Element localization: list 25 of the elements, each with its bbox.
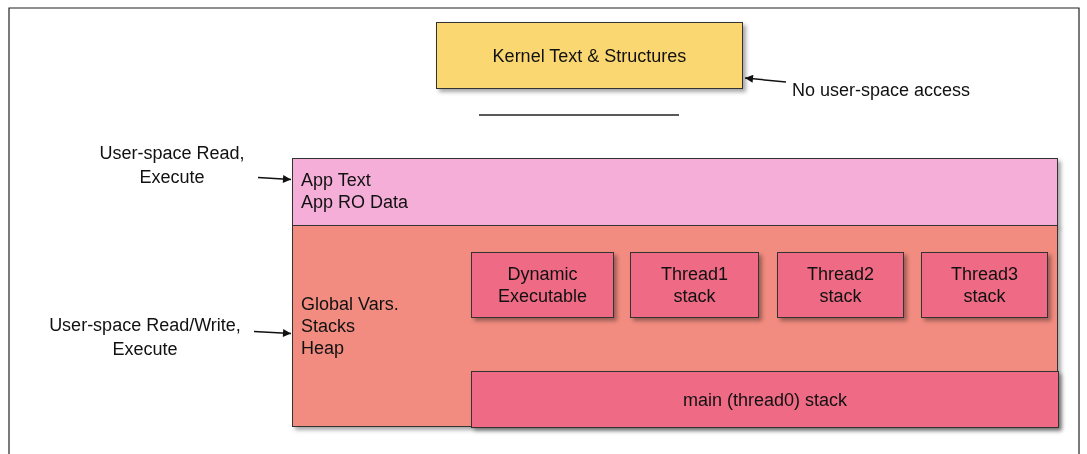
region-label: main (thread0) stack [682,388,848,411]
region-label: Dynamic Executable [496,263,589,307]
region-label: Stacks [301,315,357,337]
region-label: Thread2 stack [805,263,875,307]
memory-block-box [471,371,1059,428]
arrow [253,329,292,338]
region-label: Thread3 stack [949,263,1019,307]
region-label: Heap [301,337,346,359]
memory-region-box [292,225,1058,427]
region-label: App Text [301,169,372,191]
arrow [257,175,292,183]
annotation-text: No user-space access [792,78,1042,106]
region-label: Global Vars. [301,293,399,315]
memory-block-box [777,252,904,318]
region-label: App RO Data [301,191,410,213]
region-label: Kernel Text & Structures [492,44,687,67]
arrow [744,74,787,83]
memory-block-box [471,252,614,318]
annotation-text: User-space Read, Execute [90,140,254,190]
memory-region-box [436,22,743,89]
memory-block-box [630,252,759,318]
memory-block-box [921,252,1048,318]
region-label: Thread1 stack [659,263,729,307]
annotation-text: User-space Read/Write, Execute [40,312,250,362]
memory-region-box [292,158,1058,226]
